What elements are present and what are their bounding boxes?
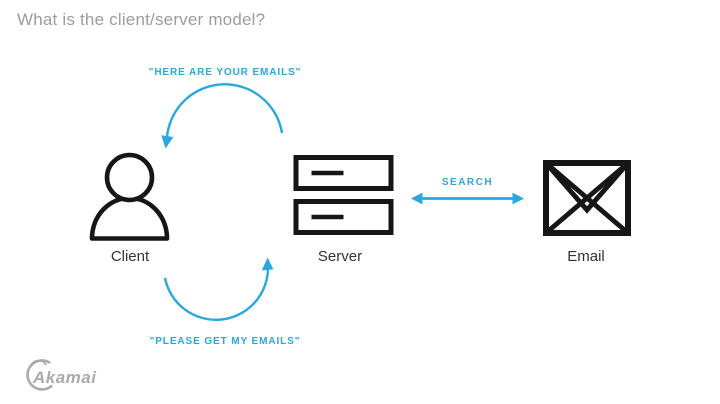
- server-icon: [293, 155, 394, 235]
- email-node-label: Email: [567, 248, 605, 265]
- client-node-label: Client: [110, 248, 150, 265]
- flow-label-search: SEARCH: [441, 177, 494, 188]
- client-to-server-arc-arrow: [163, 257, 274, 322]
- flow-label-client-to-server: "PLEASE GET MY EMAILS": [149, 336, 301, 347]
- akamai-logo: Akamai: [26, 359, 97, 391]
- flow-label-server-to-client: "HERE ARE YOUR EMAILS": [148, 67, 302, 78]
- server-to-client-arc-arrow: [161, 83, 284, 149]
- slide-title: What is the client/server model?: [17, 10, 266, 29]
- akamai-logo-text: Akamai: [32, 368, 97, 387]
- server-node-label: Server: [317, 248, 363, 265]
- akamai-inner-wave-icon: [29, 359, 47, 368]
- search-arrow: [411, 192, 524, 205]
- email-envelope-icon: [543, 160, 631, 236]
- client-person-icon: [89, 152, 170, 241]
